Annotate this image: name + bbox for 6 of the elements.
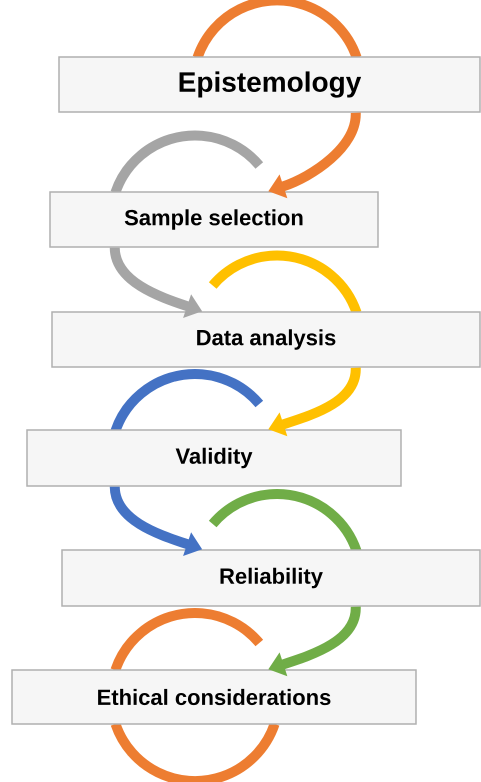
process-box: Reliability — [61, 549, 481, 607]
process-box: Data analysis — [51, 311, 481, 368]
process-box: Ethical considerations — [11, 669, 417, 725]
process-box: Epistemology — [58, 56, 481, 113]
process-box: Validity — [26, 429, 402, 487]
process-box: Sample selection — [49, 191, 379, 248]
